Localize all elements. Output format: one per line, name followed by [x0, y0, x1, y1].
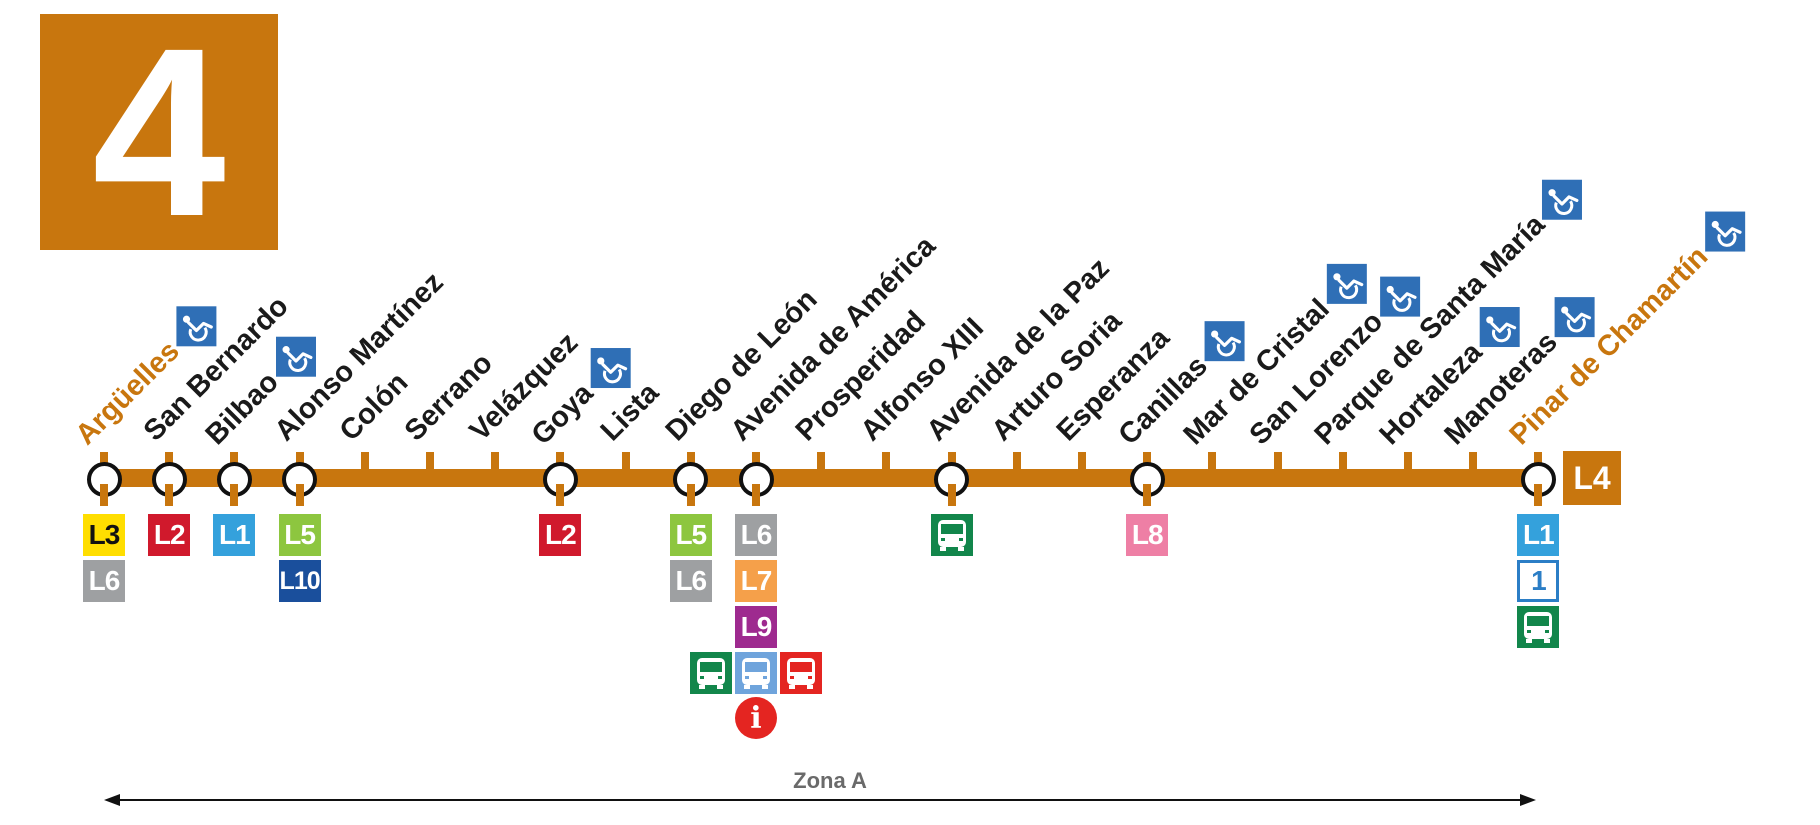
- wheelchair-accessible-icon: [176, 306, 217, 347]
- connection-stub: [230, 484, 239, 506]
- station-label: Hortaleza: [1372, 299, 1528, 455]
- station-label: Canillas: [1111, 313, 1253, 455]
- metro-connection-badge: L6: [83, 560, 125, 602]
- zone-label: Zona A: [793, 768, 867, 793]
- metro-connection-badge: L3: [83, 514, 125, 556]
- interurban-bus-icon: [1517, 606, 1560, 648]
- metro-connection-badge: L6: [735, 514, 777, 556]
- wheelchair-accessible-icon: [1479, 307, 1520, 348]
- long-distance-bus-icon: [780, 652, 822, 694]
- station-label: Argüelles: [68, 298, 225, 455]
- urban-bus-icon: [735, 652, 777, 694]
- connection-stub: [1143, 484, 1152, 506]
- wheelchair-accessible-icon: [1705, 211, 1746, 252]
- metro-connection-badge: L5: [669, 514, 712, 556]
- station-tick: [1338, 452, 1347, 472]
- wheelchair-accessible-icon: [1541, 179, 1582, 220]
- wheelchair-accessible-icon: [1204, 321, 1245, 362]
- connection-stub: [752, 484, 760, 506]
- interurban-bus-icon: [690, 652, 732, 694]
- connection-stub: [295, 484, 304, 506]
- metro-connection-badge: L2: [148, 514, 191, 556]
- station-tick: [491, 452, 500, 472]
- wheelchair-accessible-icon: [276, 336, 317, 377]
- wheelchair-accessible-icon: [1379, 276, 1420, 317]
- station-label: Manoteras: [1437, 289, 1603, 455]
- station-label: Pinar de Chamartín: [1502, 203, 1754, 455]
- connection-stub: [1534, 484, 1543, 506]
- interurban-bus-icon: [930, 514, 973, 556]
- metro-connection-badge: L7: [735, 560, 777, 602]
- interchange-node: [1129, 462, 1165, 497]
- metro-connection-badge: L5: [278, 514, 321, 556]
- wheelchair-accessible-icon: [590, 348, 631, 389]
- station-tick: [1078, 452, 1086, 472]
- station-label: Goya: [524, 340, 639, 455]
- wheelchair-accessible-icon: [1327, 264, 1368, 305]
- connection-stub: [556, 484, 565, 506]
- station-tick: [1469, 452, 1478, 472]
- line-badge: L4: [1563, 451, 1621, 505]
- station-tick: [1404, 452, 1412, 472]
- metro-connection-badge: L10: [278, 560, 321, 602]
- metro-connection-badge: L8: [1126, 514, 1169, 556]
- line-number-logo: 4: [40, 12, 278, 252]
- connection-stub: [100, 484, 108, 506]
- station-label: Parque de Santa María: [1307, 171, 1591, 455]
- metro-connection-badge: L1: [1517, 514, 1560, 556]
- metro-connection-badge: L6: [669, 560, 712, 602]
- light-rail-badge: 1: [1517, 560, 1560, 602]
- metro-connection-badge: L9: [735, 606, 777, 648]
- metro-connection-badge: L1: [213, 514, 256, 556]
- station-label: San Lorenzo: [1241, 268, 1428, 455]
- station-tick: [621, 452, 630, 472]
- connection-stub: [686, 484, 695, 506]
- wheelchair-accessible-icon: [1554, 297, 1595, 338]
- station-tick: [817, 452, 826, 472]
- metro-connection-badge: L2: [539, 514, 582, 556]
- station-tick: [1012, 452, 1021, 472]
- station-label: Bilbao: [198, 329, 324, 455]
- connection-stub: [947, 484, 956, 506]
- station-tick: [1208, 452, 1217, 472]
- station-tick: [1273, 452, 1282, 472]
- station-tick: [426, 452, 434, 472]
- station-label: Mar de Cristal: [1176, 256, 1375, 455]
- station-tick: [882, 452, 891, 472]
- station-tick: [360, 452, 369, 472]
- information-icon: i: [735, 697, 777, 739]
- connection-stub: [165, 484, 174, 506]
- line-track: [102, 469, 1538, 487]
